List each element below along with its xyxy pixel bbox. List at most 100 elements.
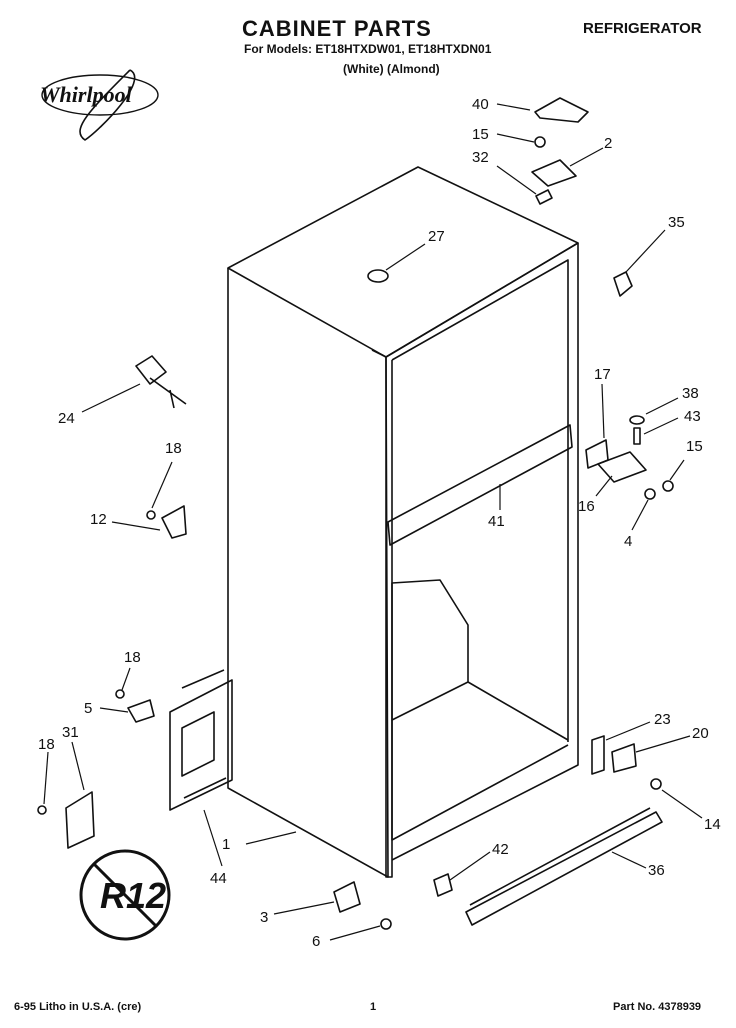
leader-43: [643, 417, 679, 435]
leader-18c: [43, 751, 49, 805]
callout-2: 2: [604, 135, 613, 152]
bracket-17: [585, 439, 609, 469]
cap-35: [613, 271, 633, 297]
callout-15: 15: [472, 126, 489, 143]
cabinet-right-side: [391, 243, 579, 861]
cabinet-inner-shelf: [391, 579, 469, 721]
part-12-bracket: [161, 505, 187, 539]
callout-38: 38: [682, 385, 699, 402]
leader-31: [71, 741, 85, 791]
brand-logo: Whirlpool: [40, 82, 132, 107]
callout-3: 3: [260, 909, 269, 926]
callout-43: 43: [684, 408, 701, 425]
shim-32: [535, 189, 553, 205]
screw-15-top: [534, 136, 546, 148]
cabinet-bottom-inner: [391, 681, 569, 841]
leader-4: [631, 499, 649, 531]
hinge-16: [597, 451, 647, 483]
cabinet-top-rim: [371, 242, 579, 358]
callout-18b: 18: [124, 649, 141, 666]
callout-40: 40: [472, 96, 489, 113]
screw-18b: [115, 689, 125, 699]
cabinet-left-side: [227, 268, 389, 878]
callout-18c: 18: [38, 736, 55, 753]
leader-16: [595, 475, 613, 497]
callout-31: 31: [62, 724, 79, 741]
leader-18b: [121, 667, 131, 691]
washer-38: [629, 415, 645, 425]
footer-part-number: Part No. 4378939: [613, 1001, 702, 1013]
hinge-cover-40: [534, 97, 589, 123]
screw-15-mid: [662, 480, 674, 492]
footer-page-number: 1: [370, 1001, 377, 1013]
callout-4: 4: [624, 533, 633, 550]
callout-32: 32: [472, 149, 489, 166]
callout-17: 17: [594, 366, 611, 383]
plug-27: [367, 269, 389, 283]
callout-35: 35: [668, 214, 685, 231]
callout-36: 36: [648, 862, 665, 879]
r12-badge-circle: [79, 849, 171, 941]
appliance-type: REFRIGERATOR: [583, 20, 702, 37]
callout-44: 44: [210, 870, 227, 887]
left-hinge-plate: [181, 669, 227, 799]
bottom-rail: [465, 807, 663, 926]
leader-6: [329, 925, 381, 941]
leader-40: [496, 103, 531, 111]
callout-27: 27: [428, 228, 445, 245]
callout-5: 5: [84, 700, 93, 717]
leader-12: [111, 521, 161, 531]
leader-27: [385, 243, 426, 271]
leader-5: [99, 707, 129, 713]
leader-24: [81, 383, 141, 413]
page-title: CABINET PARTS: [242, 16, 432, 41]
callout-6: 6: [312, 933, 321, 950]
leader-15-top: [496, 133, 535, 143]
callout-14: 14: [704, 816, 721, 833]
cabinet-top: [227, 166, 579, 358]
top-hinge-pin: [135, 355, 187, 409]
screw-6: [380, 918, 392, 930]
top-hinge-2: [531, 159, 577, 187]
screw-4: [644, 488, 656, 500]
callout-12: 12: [90, 511, 107, 528]
clip-42: [433, 873, 453, 897]
callout-41: 41: [488, 513, 505, 530]
callout-42: 42: [492, 841, 509, 858]
leader-32: [496, 165, 537, 195]
callout-20: 20: [692, 725, 709, 742]
model-numbers: For Models: ET18HTXDW01, ET18HTXDN01: [244, 42, 492, 56]
leader-17: [601, 383, 605, 439]
plate-23: [591, 735, 605, 775]
r12-badge: R12: [100, 875, 167, 916]
divider-bar: [387, 424, 573, 546]
pin-43: [633, 427, 641, 445]
leader-18a: [151, 461, 173, 509]
r12-badge-slash: [92, 862, 158, 928]
bracket-20: [611, 743, 637, 773]
leader-36: [611, 851, 647, 869]
leader-2: [569, 147, 604, 167]
screw-18a: [146, 510, 156, 520]
leader-3: [273, 901, 335, 915]
footer-litho: 6-95 Litho in U.S.A. (cre): [14, 1001, 142, 1013]
callout-16: 16: [578, 498, 595, 515]
leader-15-mid: [669, 459, 685, 481]
leader-38: [645, 397, 679, 415]
brand-swoosh: [41, 74, 159, 116]
leader-14: [661, 789, 703, 819]
callout-18: 18: [165, 440, 182, 457]
leader-35: [625, 229, 666, 273]
cabinet-inner-top: [391, 259, 569, 742]
callout-24: 24: [58, 410, 75, 427]
leader-44: [203, 809, 223, 867]
screw-18c: [37, 805, 47, 815]
hinge-3: [333, 881, 361, 913]
brand-swoosh-tail: [79, 69, 136, 141]
leader-23: [605, 721, 651, 741]
screw-14: [650, 778, 662, 790]
callout-23: 23: [654, 711, 671, 728]
callout-1: 1: [222, 836, 231, 853]
leader-42: [449, 851, 491, 881]
